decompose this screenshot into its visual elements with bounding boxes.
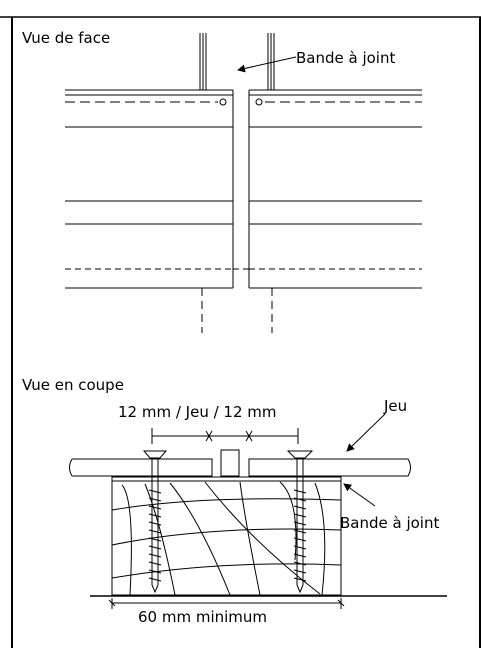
right-board [248, 89, 422, 289]
section-joint-strip-arrow [343, 483, 376, 507]
section-dimension-label: 12 mm / Jeu / 12 mm [118, 403, 277, 421]
section-deck-boards [69, 458, 411, 477]
right-vertical-post [267, 33, 275, 90]
minimum-width-label: 60 mm minimum [138, 608, 267, 626]
front-joint-strip-label: Bande à joint [296, 49, 395, 67]
section-view-title: Vue en coupe [22, 376, 124, 394]
bottom-dimension-line [108, 598, 345, 609]
front-joint-strip-arrow [237, 56, 297, 73]
section-gap-label: Jeu [383, 397, 407, 415]
left-vertical-post [199, 33, 207, 90]
right-screw-icon [255, 98, 263, 106]
page-frame [0, 16, 481, 648]
gap-spacer [220, 449, 240, 477]
left-board [65, 89, 234, 289]
left-screw-icon [219, 98, 227, 106]
section-screws [148, 458, 307, 594]
section-joint-strip-label: Bande à joint [340, 514, 439, 532]
front-view-title: Vue de face [22, 29, 110, 47]
front-view-boards [65, 33, 422, 333]
screw-head-icons [142, 450, 314, 459]
gap-arrow [346, 413, 386, 452]
top-dimension-line [151, 428, 299, 444]
section-joist [111, 476, 342, 596]
